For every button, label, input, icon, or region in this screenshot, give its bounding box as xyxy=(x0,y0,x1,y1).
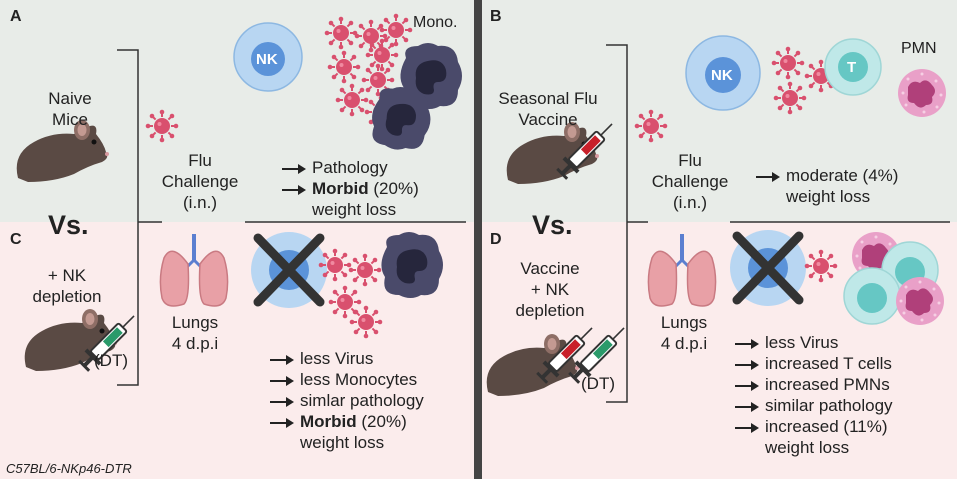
panel-d-lungs xyxy=(646,232,718,308)
arrow-icon xyxy=(282,178,312,199)
outcome-item: less Virus xyxy=(735,332,893,353)
panel-b-virus-left xyxy=(633,108,669,144)
outcome-item: increased PMNs xyxy=(735,374,893,395)
panel-c-viruses xyxy=(317,247,384,340)
outcome-item: increased T cells xyxy=(735,353,893,374)
vs-label-left: Vs. xyxy=(48,210,89,240)
panel-b-pmn xyxy=(898,69,946,117)
outcome-text: less Virus xyxy=(300,349,374,368)
outcome-item: moderate (4%) xyxy=(756,165,898,186)
arrow-icon xyxy=(270,411,300,432)
panel-b-syringe xyxy=(553,115,621,183)
outcome-item: weight loss xyxy=(270,432,424,453)
outcome-item: increased (11%) xyxy=(735,416,893,437)
arrow-icon xyxy=(735,416,765,437)
panel-b-nk-cell xyxy=(685,35,761,111)
panel-b-t-label: T xyxy=(847,59,857,76)
outcome-text: weight loss xyxy=(765,438,850,457)
outcome-item: Morbid (20%) xyxy=(282,178,419,199)
panel-d-syringe-1 xyxy=(533,319,601,387)
panel-b-pmn-label: PMN xyxy=(901,40,937,57)
outcome-item: simlar pathology xyxy=(270,390,424,411)
panel-b-t-cell xyxy=(824,38,882,96)
panel-c-letter: C xyxy=(10,231,22,248)
panel-d-mouse xyxy=(486,334,579,396)
outcome-text: simlar pathology xyxy=(300,391,424,410)
outcome-item: less Virus xyxy=(270,348,424,369)
panel-b-outcomes: moderate (4%) weight loss xyxy=(756,165,898,207)
outcome-text: increased (11%) xyxy=(765,417,888,436)
arrow-icon xyxy=(735,332,765,353)
panel-b-nk-label: NK xyxy=(711,67,733,84)
vs-label-right: Vs. xyxy=(532,210,573,240)
outcome-item: weight loss xyxy=(735,437,893,458)
outcome-item: similar pathology xyxy=(735,395,893,416)
outcome-item: Pathology xyxy=(282,157,419,178)
panel-c-syringe xyxy=(75,307,143,375)
outcome-text: (20%) xyxy=(368,179,419,198)
outcome-item: weight loss xyxy=(756,186,898,207)
panel-d-outcomes: less Virus increased T cells increased PMN… xyxy=(735,332,893,458)
panel-d-t-cell-2 xyxy=(843,267,901,325)
bracket-left xyxy=(117,49,466,386)
panel-d-pmn-2 xyxy=(896,277,944,325)
panel-d-letter: D xyxy=(490,231,502,248)
outcome-text: (20%) xyxy=(356,412,407,431)
outcome-text: weight loss xyxy=(312,200,397,219)
outcome-bold: Morbid xyxy=(312,179,369,198)
center-divider xyxy=(474,0,482,479)
panel-d-injection-label: (DT) xyxy=(581,374,615,393)
panel-a-virus-left xyxy=(144,108,180,144)
outcome-item: Morbid (20%) xyxy=(270,411,424,432)
outcome-text: moderate (4%) xyxy=(786,166,899,185)
panel-b-letter: B xyxy=(490,8,502,25)
panel-c-outcomes: less Virus less Monocytes simlar pathology… xyxy=(270,348,424,453)
panel-a-mono-label: Mono. xyxy=(413,14,458,31)
arrow-icon xyxy=(270,348,300,369)
outcome-bold: Morbid xyxy=(300,412,357,431)
panel-a-nk-label: NK xyxy=(256,51,278,68)
panel-c-lungs xyxy=(158,232,230,308)
outcome-text: weight loss xyxy=(786,187,871,206)
panel-d-syringe-2 xyxy=(565,319,633,387)
outcome-text: similar pathology xyxy=(765,396,893,415)
panel-c-monocyte xyxy=(381,232,443,298)
arrow-icon xyxy=(756,165,786,186)
panel-c-injection-label: (DT) xyxy=(94,351,128,370)
panel-a-nk-cell xyxy=(233,22,303,92)
arrow-icon xyxy=(282,157,312,178)
outcome-item: weight loss xyxy=(282,199,419,220)
arrow-icon xyxy=(735,374,765,395)
outcome-text: weight loss xyxy=(300,433,385,452)
panel-d-virus xyxy=(803,248,839,284)
panel-d-nk-depleted xyxy=(730,230,806,306)
arrow-icon xyxy=(270,369,300,390)
outcome-text: increased T cells xyxy=(765,354,892,373)
outcome-text: less Monocytes xyxy=(300,370,418,389)
arrow-icon xyxy=(270,390,300,411)
arrow-icon xyxy=(735,353,765,374)
strain-label: C57BL/6-NKp46-DTR xyxy=(6,461,132,476)
panel-c-nk-depleted xyxy=(251,232,327,308)
arrow-icon xyxy=(735,395,765,416)
outcome-text: less Virus xyxy=(765,333,839,352)
outcome-item: less Monocytes xyxy=(270,369,424,390)
bracket-right xyxy=(606,44,950,403)
outcome-text: increased PMNs xyxy=(765,375,890,394)
outcome-text: Pathology xyxy=(312,158,388,177)
panel-a-letter: A xyxy=(10,8,22,25)
